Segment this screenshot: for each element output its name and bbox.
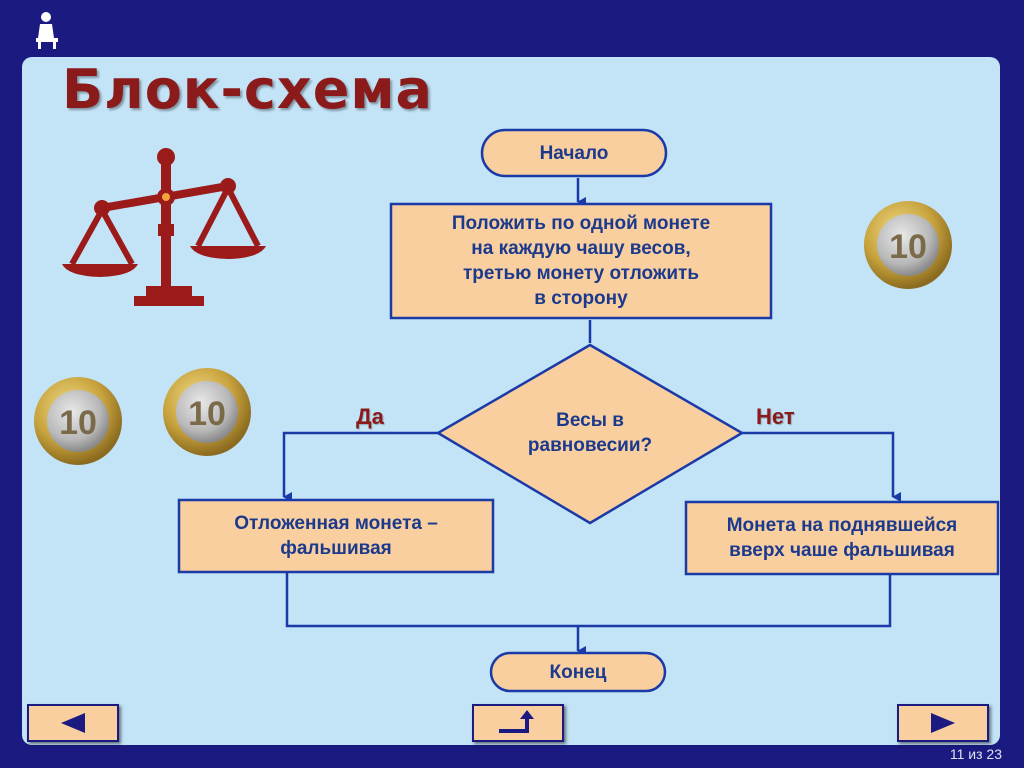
next-slide-button[interactable] [897,704,989,742]
coin-denomination: 10 [188,395,226,433]
triangle-right-icon [931,713,955,733]
return-arrow-icon [499,710,534,733]
slide-title: Блок-схема [62,58,433,121]
presenter-icon [36,12,58,49]
connector-yes-merge [285,572,892,628]
no-result-node [684,500,1000,576]
yes-branch-label: Да [356,404,384,429]
connectors [282,178,901,656]
connector-decision-yes [282,431,438,502]
decision-node-label: Весы в равновесии? [527,410,653,456]
triangle-left-icon [61,713,85,733]
start-node [480,128,668,178]
process-node-label: Положить по одной монете на каждую чашу … [451,213,711,309]
connector-decision-no [742,431,901,502]
coin-icon-left [34,377,122,465]
no-branch-label: Нет [756,404,795,429]
scales-icon [62,148,266,306]
yes-result-node-label: Отложенная монета – фальшивая [234,513,438,559]
decision-node [435,343,745,525]
end-node [489,651,667,693]
no-result-node-label: Монета на поднявшейся вверх чаше фальшив… [726,515,958,561]
return-button[interactable] [472,704,564,742]
prev-slide-button[interactable] [27,704,119,742]
page-counter: 11 из 23 [949,746,1002,762]
yes-result-node [177,498,495,574]
coin-denomination: 10 [889,228,927,266]
coin-icon-right [864,201,952,289]
coin-icon-middle [163,368,251,456]
start-node-label: Начало [539,142,609,164]
end-node-label: Конец [549,661,607,683]
coin-denomination: 10 [59,404,97,442]
process-node [389,202,773,320]
